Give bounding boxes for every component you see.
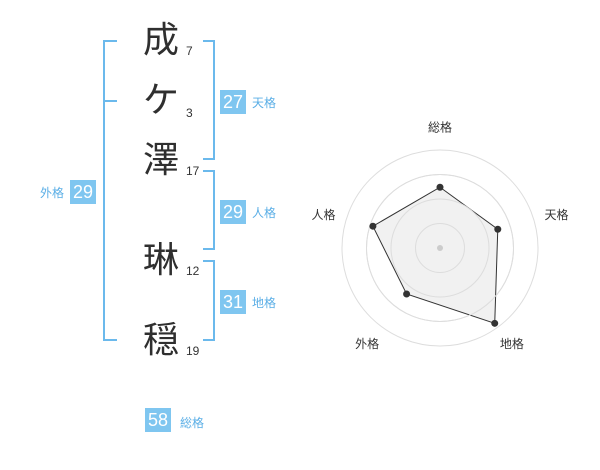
radar-ring xyxy=(341,149,539,347)
radar-point-5 xyxy=(369,222,377,230)
radar-point-2 xyxy=(494,225,502,233)
radar-axis-label-1: 総格 xyxy=(428,120,452,135)
name-char-4: 琳 xyxy=(142,240,179,281)
name-char-5: 穏 xyxy=(142,320,179,361)
name-char-3: 澤 xyxy=(142,140,179,181)
gaikaku-bracket xyxy=(103,40,105,341)
gaikaku-label: 外格 xyxy=(40,186,65,200)
tenkaku-label: 天格 xyxy=(252,96,277,110)
jinkaku-value: 29 xyxy=(220,200,247,224)
stroke-count-1: 7 xyxy=(186,44,193,58)
stroke-count-5: 19 xyxy=(186,344,200,358)
jinkaku-bracket-bottom xyxy=(203,248,215,250)
radar-axis-label-2: 天格 xyxy=(545,207,569,222)
stroke-count-2: 3 xyxy=(186,106,193,120)
radar-ring-inner xyxy=(415,223,465,273)
tenkaku-bracket-bottom xyxy=(203,158,215,160)
stroke-count-4: 12 xyxy=(186,264,200,278)
radar-axis-label-3: 地格 xyxy=(500,336,524,351)
stroke-count-3: 17 xyxy=(186,164,200,178)
chikaku-bracket xyxy=(213,260,215,341)
tenkaku-value: 27 xyxy=(220,90,247,114)
name-char-2: ケ xyxy=(142,80,179,121)
gaikaku-bracket-mid xyxy=(103,100,117,102)
radar-center-dot xyxy=(437,245,443,251)
chikaku-bracket-bottom xyxy=(203,339,215,341)
gaikaku-bracket-top xyxy=(103,40,117,42)
gaikaku-bracket-bottom xyxy=(103,339,117,341)
tenkaku-bracket xyxy=(213,40,215,160)
chikaku-value: 31 xyxy=(220,290,247,314)
chikaku-bracket-top xyxy=(203,260,215,262)
soukaku-value: 58 xyxy=(145,408,172,432)
radar-point-3 xyxy=(491,319,499,327)
radar-ring-inner xyxy=(390,198,490,298)
radar-ring-inner xyxy=(366,174,514,322)
jinkaku-bracket xyxy=(213,170,215,250)
radar-point-1 xyxy=(436,183,444,191)
chikaku-label: 地格 xyxy=(252,296,277,310)
radar-axis-label-5: 人格 xyxy=(311,207,335,222)
jinkaku-bracket-top xyxy=(203,170,215,172)
radar-axis-label-4: 外格 xyxy=(355,336,379,351)
soukaku-label: 総格 xyxy=(180,416,205,430)
jinkaku-label: 人格 xyxy=(252,206,277,220)
gaikaku-value: 29 xyxy=(70,180,97,204)
radar-point-4 xyxy=(403,290,411,298)
name-char-1: 成 xyxy=(142,20,179,61)
tenkaku-bracket-top xyxy=(203,40,215,42)
